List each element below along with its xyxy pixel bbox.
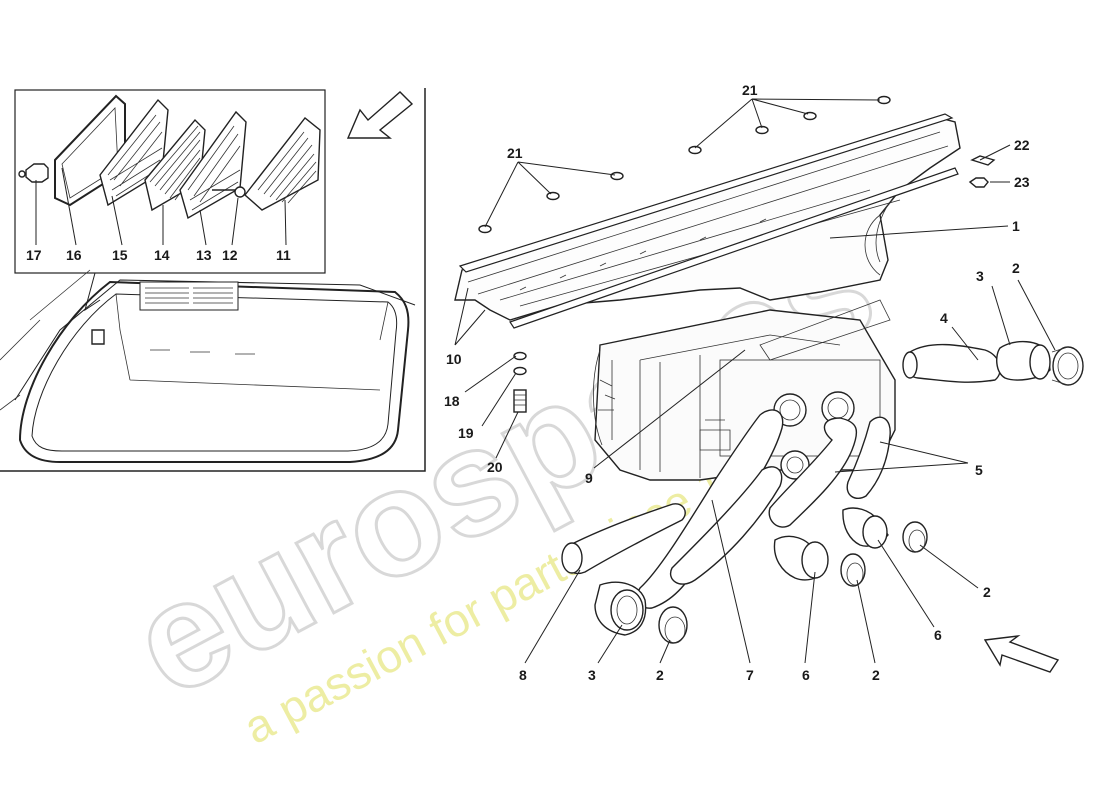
screw-12 [212, 186, 246, 198]
callout-16: 16 [66, 247, 82, 263]
callout-13: 13 [196, 247, 212, 263]
callout-14: 14 [154, 247, 170, 263]
washer-18 [513, 351, 527, 361]
hose-7 [636, 409, 784, 609]
callout-3-right: 3 [976, 268, 984, 284]
callout-4: 4 [940, 310, 948, 326]
car-compartment [0, 269, 416, 463]
direction-arrow-inset [346, 91, 414, 139]
callout-20: 20 [487, 459, 503, 475]
elbow-6-bottom [773, 535, 829, 581]
grille-15 [99, 98, 169, 207]
elbow-3-bottom [594, 581, 647, 636]
elbow-6-right [842, 507, 889, 549]
callout-11: 11 [276, 247, 291, 263]
inset-parts [0, 91, 416, 463]
hoses-5 [768, 416, 891, 528]
callout-labels: 21 21 22 23 1 3 2 4 10 18 19 20 9 5 2 6 … [26, 82, 1030, 683]
callout-10: 10 [446, 351, 462, 367]
inset-pointer [84, 272, 101, 312]
callout-12: 12 [222, 247, 238, 263]
callout-2-bottom: 2 [656, 667, 664, 683]
cap-2-right-lower [902, 521, 928, 553]
callout-21-left: 21 [507, 145, 523, 161]
main-assembly [454, 95, 1084, 673]
nut-23 [968, 177, 989, 188]
callout-15: 15 [112, 247, 128, 263]
callout-18: 18 [444, 393, 460, 409]
nuts-21 [478, 95, 891, 234]
callout-8: 8 [519, 667, 527, 683]
callout-9: 9 [585, 470, 593, 486]
callout-6-bottom: 6 [802, 667, 810, 683]
callout-6-right: 6 [934, 627, 942, 643]
hose-8 [561, 503, 686, 575]
callout-1: 1 [1012, 218, 1020, 234]
cap-2-bottom-middle [840, 553, 866, 587]
callout-19: 19 [458, 425, 474, 441]
hose-4 [902, 343, 1001, 383]
washer-19 [513, 366, 527, 376]
cover-1 [454, 113, 961, 329]
callout-7: 7 [746, 667, 754, 683]
direction-arrow-main [983, 634, 1060, 673]
callout-2-right: 2 [1012, 260, 1020, 276]
blower-unit-9 [593, 299, 896, 481]
callout-2-bottom-right: 2 [872, 667, 880, 683]
callout-23: 23 [1014, 174, 1030, 190]
callout-5: 5 [975, 462, 983, 478]
clip-22 [970, 155, 996, 166]
vent-11 [244, 117, 321, 211]
callout-3-bottom: 3 [588, 667, 596, 683]
leader-lines [35, 98, 1056, 664]
cap-2-right [1051, 346, 1084, 386]
callout-2-mid: 2 [983, 584, 991, 600]
cap-2-bottom [658, 606, 688, 644]
clip-17 [18, 163, 49, 183]
callout-22: 22 [1014, 137, 1030, 153]
bolt-20 [513, 389, 527, 413]
callout-21-top: 21 [742, 82, 758, 98]
callout-17: 17 [26, 247, 42, 263]
grille-13 [179, 110, 247, 220]
elbow-3-right [996, 341, 1051, 381]
